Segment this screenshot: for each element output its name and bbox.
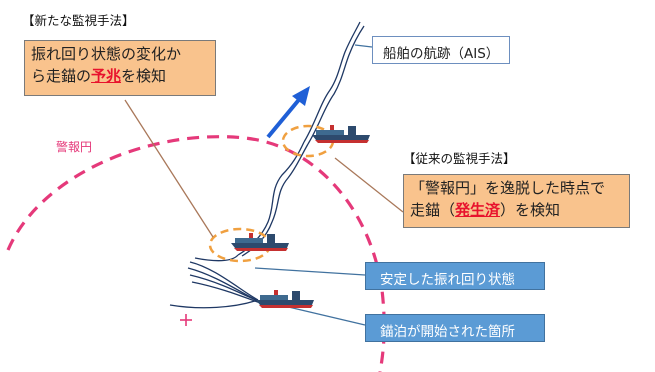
new-method-line2: ら走錨の予兆を検知	[31, 67, 167, 85]
stable-swing-label: 安定した振れ回り状態	[365, 262, 545, 290]
conventional-line2: 走錨（発生済）を検知	[410, 201, 561, 219]
ship-icon	[256, 290, 314, 308]
anchor-point-marker	[180, 314, 192, 326]
new-method-heading: 【新たな監視手法】	[22, 13, 135, 28]
ship-icon	[312, 125, 370, 143]
ship-track-label: 船舶の航跡（AIS）	[372, 36, 510, 64]
leader-lines	[124, 44, 404, 326]
anchor-start-label: 錨泊が開始された箇所	[365, 314, 545, 342]
conventional-method-heading: 【従来の監視手法】	[403, 151, 516, 166]
new-method-box: 振れ回り状態の変化か ら走錨の予兆を検知	[24, 40, 216, 96]
occurred-highlight: 発生済	[455, 201, 501, 219]
alarm-circle	[6, 135, 386, 372]
drift-direction-arrow	[266, 86, 310, 139]
conventional-method-box: 「警報円」を逸脱した時点で 走錨（発生済）を検知	[403, 174, 630, 228]
sign-highlight: 予兆	[91, 67, 122, 85]
ship-icon	[231, 233, 289, 251]
alarm-circle-label: 警報円	[56, 140, 93, 154]
new-method-line1: 振れ回り状態の変化か	[31, 45, 182, 63]
conventional-line1: 「警報円」を逸脱した時点で	[410, 179, 606, 197]
